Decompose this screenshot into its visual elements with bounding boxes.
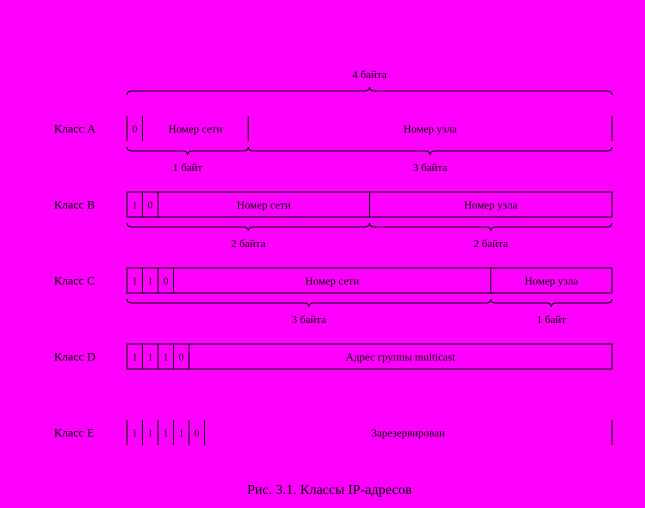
field-label: Зарезервирован xyxy=(371,428,445,440)
prefix-bit: 1 xyxy=(132,277,137,288)
byte-count-label: 2 байта xyxy=(474,238,509,250)
byte-brace xyxy=(369,222,613,232)
top-brace-label: 4 байта xyxy=(352,69,387,81)
class-name: Класс Е xyxy=(54,426,94,440)
byte-brace xyxy=(490,298,613,308)
field-label: Адрес группы multicast xyxy=(346,352,455,364)
class-name: Класс С xyxy=(54,274,95,288)
prefix-bit: 1 xyxy=(163,429,168,440)
prefix-bit: 0 xyxy=(132,125,137,136)
prefix-bit: 0 xyxy=(163,277,168,288)
class-name: Класс А xyxy=(54,122,96,136)
byte-count-label: 1 байт xyxy=(173,162,203,174)
class-name: Класс D xyxy=(54,350,96,364)
prefix-bit: 1 xyxy=(148,353,153,364)
prefix-bit: 0 xyxy=(194,429,199,440)
field-label: Номер сети xyxy=(237,200,291,212)
prefix-bit: 1 xyxy=(132,201,137,212)
prefix-bit: 1 xyxy=(148,429,153,440)
frame-rect xyxy=(126,267,613,294)
prefix-bit: 0 xyxy=(179,353,184,364)
top-brace xyxy=(126,86,613,96)
byte-count-label: 3 байта xyxy=(413,162,448,174)
frame-rect xyxy=(126,343,613,370)
byte-brace xyxy=(126,222,370,232)
byte-count-label: 3 байта xyxy=(292,314,327,326)
prefix-bit: 1 xyxy=(163,353,168,364)
byte-brace xyxy=(247,146,613,156)
byte-brace xyxy=(126,146,249,156)
byte-count-label: 2 байта xyxy=(231,238,266,250)
byte-brace xyxy=(126,298,492,308)
field-label: Номер сети xyxy=(305,276,359,288)
class-name: Класс В xyxy=(54,198,95,212)
figure-caption: Рис. 3.1. Классы IP-адресов xyxy=(247,483,412,498)
field-label: Номер узла xyxy=(525,276,579,288)
field-label: Номер сети xyxy=(168,124,222,136)
byte-count-label: 1 байт xyxy=(537,314,567,326)
prefix-bit: 1 xyxy=(148,277,153,288)
prefix-bit: 1 xyxy=(132,353,137,364)
prefix-bit: 1 xyxy=(179,429,184,440)
prefix-bit: 1 xyxy=(132,429,137,440)
field-label: Номер узла xyxy=(464,200,518,212)
prefix-bit: 0 xyxy=(148,201,153,212)
field-label: Номер узла xyxy=(403,124,457,136)
